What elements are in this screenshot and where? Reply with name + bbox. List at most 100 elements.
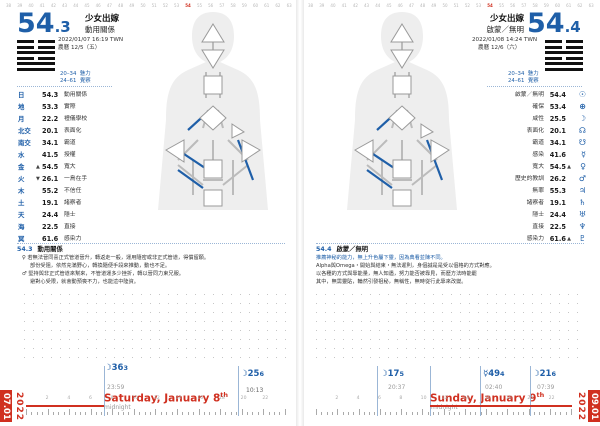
planet-gate: 55.3 [549,187,566,195]
hexagram-line [545,56,583,60]
hour-tick [321,412,323,415]
planet-desc: 霸道 [532,140,544,146]
hour-label: 18 [219,396,225,401]
planet-desc: 寬大 [64,164,76,170]
hexagram-line [17,62,55,65]
ruler-number: 50 [442,3,448,8]
hexagram-left [17,40,55,73]
note-line: 推薦神秘的能力，無上升色屬下靈，因為典看並陳不同。 [316,255,446,261]
planet-gate: 34.1 [42,139,59,147]
hour-label: 10 [132,396,139,401]
dot-grid-left [20,290,288,360]
gate-line-left: .3 [54,18,71,36]
throat-center [203,75,223,95]
planet-gate: 54.3 [42,91,59,99]
head-center [390,23,414,43]
ruler-number: 51 [453,3,459,8]
throat-center [392,75,412,95]
moon-transit-right-2: ☿494 [483,369,505,379]
hour-label: 20 [240,396,247,401]
hexagram-right [545,40,583,73]
hour-tick [385,412,387,415]
hour-tick [63,412,65,415]
hour-tick [279,412,281,415]
midnight-label: midnight [431,404,458,411]
ruler-number: 40 [330,3,336,8]
hour-tick [464,409,466,415]
planet-desc: 諸察者 [526,200,544,206]
hexagram-line [17,56,55,60]
ajna-center [201,49,225,69]
hour-tick [263,409,265,415]
planet-symbol: ☊ [578,126,586,135]
heart-center [420,123,434,139]
planet-symbol: 北交 [18,127,31,135]
note-line: ♂ 堅持與非正式管道來幫來，不管道運多少挫折，轉以晉同力束兄服。 [22,271,184,278]
hour-tick [401,409,402,415]
defined-channel [366,169,393,189]
gate-main-right: 54 [527,8,565,39]
ruler-number: 60 [252,3,259,8]
planet-gate: 55.2 [42,187,59,195]
transit-marker [480,366,481,416]
ruler-number: 39 [319,3,325,8]
ruler-number: 60 [554,3,561,8]
planet-gate: 24.4 [549,211,566,219]
hour-tick [475,412,477,415]
note-line: 避對心受限，就會動預喪不力，也能這中陸資。 [30,279,139,286]
ruler-number: 53 [174,3,180,8]
sacral-center [392,159,412,179]
hour-tick [395,412,397,415]
ruler-number: 40 [28,3,34,8]
hour-tick [236,412,238,415]
hour-tick [353,412,355,415]
gate-number-right: 54.4 [527,10,581,37]
midnight-label: midnight [104,404,131,411]
planet-desc: 直接 [532,224,544,230]
g-center [388,105,416,131]
hour-label: 20 [527,396,534,401]
hour-tick [331,412,333,415]
ruler-number: 39 [17,3,23,8]
hexagram-line [17,67,55,71]
hexagram-line [545,51,583,54]
ruler-number: 41 [39,3,45,8]
planet-gate: 20.1 [42,127,59,135]
hour-label: 12 [442,396,448,401]
ruler-number: 55 [498,3,505,8]
planet-symbol: 土 [18,199,25,207]
hour-tick [31,412,33,415]
hour-tick [69,409,71,415]
planet-desc: 表面化 [526,128,544,134]
planet-symbol: ♇ [578,234,586,243]
channel-row: 20–34 魅力 [508,71,539,77]
transit-time: 23:59 [107,384,125,391]
ruler-number: 50 [140,3,146,8]
ruler-number: 44 [73,3,79,8]
planet-desc: 隱士 [64,212,76,218]
hour-label: 8 [110,396,114,401]
hour-tick [187,412,189,415]
hour-tick [26,409,27,415]
day-title-left: Saturday, January 8th [104,391,229,405]
hour-tick [273,412,275,415]
hour-tick [101,412,103,415]
ruler-number: 51 [151,3,157,8]
hour-label: 6 [89,396,92,401]
channels-right: 20–34 魅力 24–61 覺察 [508,71,539,86]
hour-tick [241,409,243,415]
ruler-number: 42 [352,3,358,8]
ajna-center [390,49,414,69]
hexagram-line [545,67,583,71]
hour-tick [528,409,530,415]
title-block-left: 少女出嫁 動用關係 [85,14,119,34]
hexagram-line [17,45,55,49]
